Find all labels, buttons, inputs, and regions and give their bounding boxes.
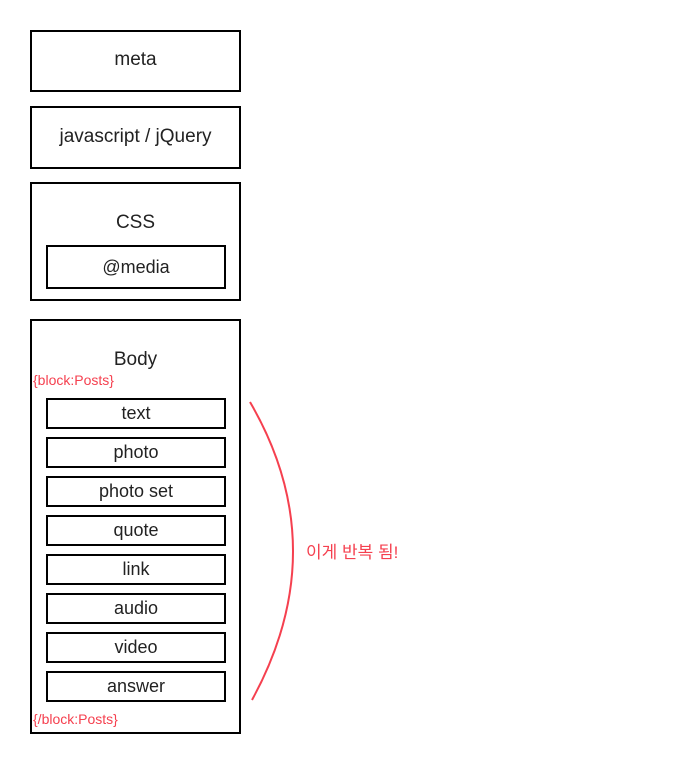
- post-type-quote: quote: [46, 515, 226, 546]
- block-close-tag: {/block:Posts}: [33, 711, 118, 727]
- meta-label: meta: [114, 49, 157, 70]
- post-type-photo: photo: [46, 437, 226, 468]
- repeat-annotation: 이게 반복 됨!: [306, 543, 399, 562]
- post-type-photo-set: photo set: [46, 476, 226, 507]
- block-open-tag: {block:Posts}: [33, 372, 114, 388]
- post-type-answer: answer: [46, 671, 226, 702]
- body-box: Body: [30, 319, 241, 734]
- post-type-audio: audio: [46, 593, 226, 624]
- javascript-box: javascript / jQuery: [30, 106, 241, 169]
- media-box: @media: [46, 245, 226, 289]
- post-type-text: text: [46, 398, 226, 429]
- javascript-label: javascript / jQuery: [59, 126, 212, 147]
- css-box: CSS: [30, 182, 241, 301]
- post-type-video: video: [46, 632, 226, 663]
- css-label: CSS: [115, 212, 156, 233]
- body-label: Body: [113, 349, 158, 370]
- post-type-link: link: [46, 554, 226, 585]
- meta-box: meta: [30, 30, 241, 92]
